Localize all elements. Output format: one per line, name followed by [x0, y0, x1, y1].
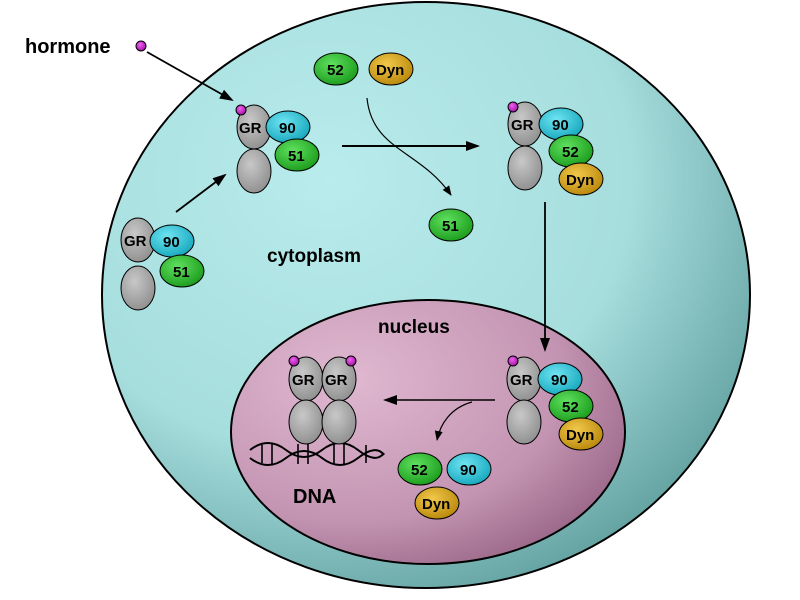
hsp90-label: 90	[460, 462, 477, 479]
dynein	[558, 162, 604, 196]
gr-label: GR	[511, 117, 534, 134]
complex-gr-90-52-dyn-nucleus: GR 90 52 Dyn	[506, 355, 604, 451]
gr-dna-domain	[120, 265, 156, 311]
dynein	[558, 417, 604, 451]
gr-dna-domain	[507, 145, 543, 191]
dynein-label: Dyn	[376, 62, 404, 79]
hormone-icon	[507, 355, 519, 367]
fkbp52-label: 52	[562, 399, 579, 416]
gr-dna-domain	[321, 399, 357, 445]
dynein-label: Dyn	[566, 427, 594, 444]
hormone-icon	[288, 355, 300, 367]
hsp90-label: 90	[551, 372, 568, 389]
fkbp52	[313, 52, 359, 86]
hormone-binding-arrow	[146, 51, 234, 101]
fkbp52-label: 52	[411, 462, 428, 479]
fkbp51	[274, 138, 320, 172]
hormone-icon	[135, 40, 147, 52]
gr-label: GR	[325, 372, 348, 389]
free-52-dyn: 52 Dyn	[313, 52, 414, 86]
hsp90-label: 90	[163, 234, 180, 251]
dna-helix	[249, 442, 385, 466]
hsp90-label: 90	[552, 117, 569, 134]
fkbp51	[428, 208, 474, 242]
dna-label: DNA	[293, 486, 336, 508]
gr-dna-domain	[288, 399, 324, 445]
chaperone-release-arrow	[434, 401, 473, 441]
cytoplasm-label: cytoplasm	[267, 246, 361, 267]
complex-maturation-arrow	[175, 173, 227, 213]
released-chaperones: 52 90 Dyn	[397, 452, 492, 520]
released-51: 51	[428, 208, 474, 242]
hsp90-label: 90	[279, 120, 296, 137]
complex-gr-90-52-dyn-cytoplasm: GR 90 52 Dyn	[507, 101, 604, 196]
fkbp52-label: 52	[562, 144, 579, 161]
gr-label: GR	[292, 372, 315, 389]
fkbp52	[397, 452, 443, 486]
fkbp51-label: 51	[442, 218, 459, 235]
dna-strand	[249, 449, 385, 466]
dynein	[368, 52, 414, 86]
dna-strand	[249, 442, 385, 459]
hormone-icon	[345, 355, 357, 367]
gr-label: GR	[124, 233, 147, 250]
fkbp51-label: 51	[288, 148, 305, 165]
complex-gr-90-51-apo: GR 90 51	[120, 217, 205, 311]
hormone-icon	[235, 104, 247, 116]
fkbp52-label: 52	[327, 62, 344, 79]
complex-gr-90-51-hormone: GR 90 51	[235, 104, 320, 194]
gr-label: GR	[239, 120, 262, 137]
fkbp51-label: 51	[173, 264, 190, 281]
gr-dimer: GR GR	[288, 355, 357, 445]
gr-label: GR	[510, 372, 533, 389]
nucleus-label: nucleus	[378, 317, 450, 338]
dynein	[414, 486, 460, 520]
gr-dna-domain	[236, 148, 272, 194]
fkbp51	[159, 254, 205, 288]
dynein-label: Dyn	[566, 172, 594, 189]
release-51-arrow	[366, 97, 452, 196]
hormone-label: hormone	[25, 36, 111, 58]
gr-dna-domain	[506, 399, 542, 445]
hsp90	[446, 452, 492, 486]
dynein-label: Dyn	[422, 496, 450, 513]
hormone-icon	[507, 101, 519, 113]
